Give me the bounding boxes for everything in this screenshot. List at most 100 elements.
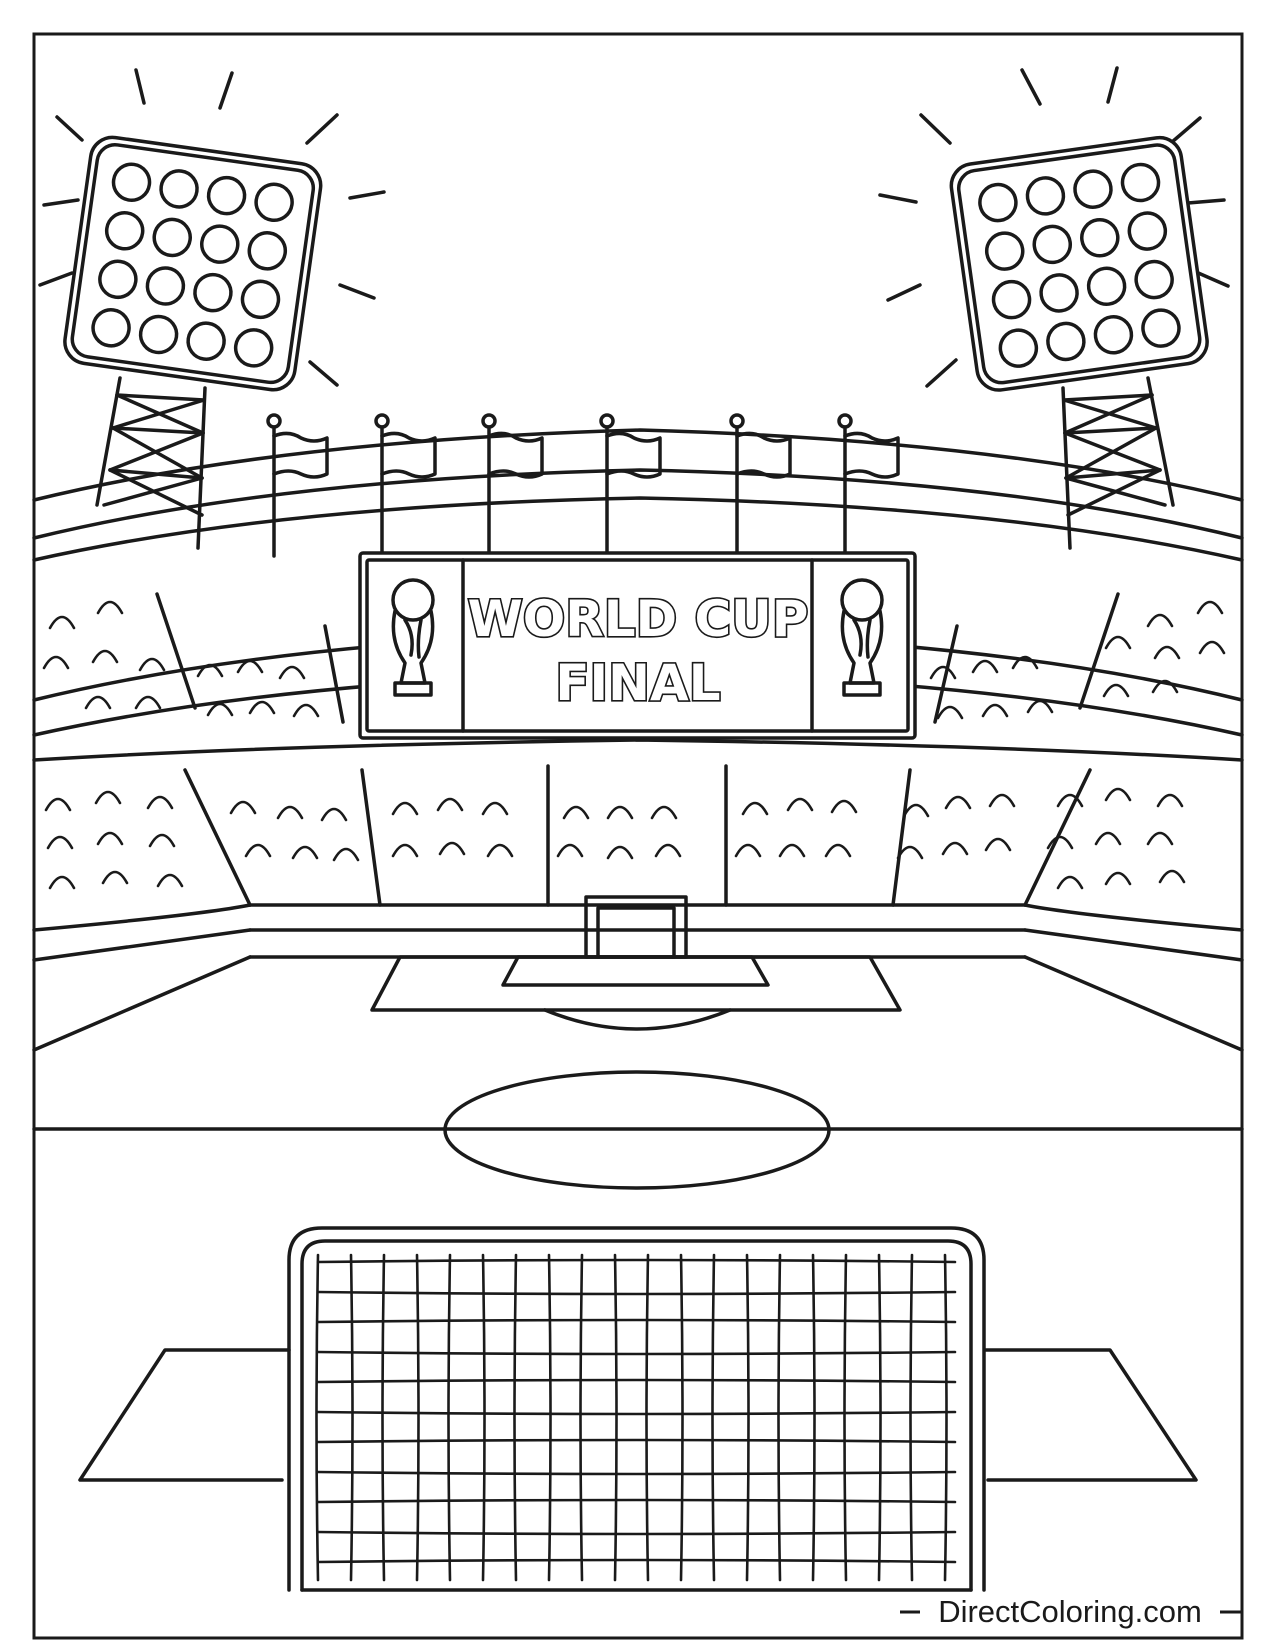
banner-title-line2: FINAL [555,654,720,712]
spectator [236,659,264,674]
crowd-upper [42,600,1226,720]
spectator [562,805,590,820]
spectator [244,843,272,858]
bulb [998,328,1039,368]
spectator [741,801,769,816]
spectator [1046,835,1074,850]
spectator [944,795,972,810]
spectator [902,803,930,818]
spectator [48,615,76,630]
spectator [1104,635,1132,650]
spectator [981,703,1009,718]
bulb [159,169,199,209]
light-tower-left [95,376,207,550]
bulb [1046,321,1086,362]
bulb [247,231,288,271]
light-tower-right [1061,376,1175,550]
spectator [138,657,166,672]
spectator [276,805,304,820]
bulb-grid-left [91,162,294,368]
spectator [146,795,174,810]
bulb [233,328,274,368]
spectator [48,875,76,890]
spectator [896,845,924,860]
bulb [1127,211,1168,251]
bulb [984,231,1025,271]
spectator [1104,787,1132,802]
page-border [32,32,1244,1640]
bulb [104,211,145,251]
upper-stand-rim [32,428,1244,562]
bulb-grid-right [978,162,1181,368]
bulb [111,162,152,202]
goal-net [315,1253,957,1582]
spectator [94,790,122,805]
trophy-icon-right [840,578,884,697]
spectator [1094,831,1122,846]
spectator [971,659,999,674]
bulb [978,182,1018,223]
spectator [824,843,852,858]
spectator [292,703,320,718]
spectator [941,841,969,856]
spectator [1011,655,1039,670]
bulb [254,182,294,223]
spectator [929,665,957,680]
floodlight-right-icon [878,66,1230,550]
flag-row [266,413,900,558]
banner-title-line1: WORLD CUP [468,590,809,648]
spectator [248,700,276,715]
bulb [1093,315,1134,355]
spectator [42,655,70,670]
bulb [145,266,186,306]
spectator [148,833,176,848]
light-rays-right [878,66,1230,388]
spectator [936,705,964,720]
spectator [96,600,124,615]
bulb [206,175,247,216]
site-watermark: DirectColoring.com [920,1592,1220,1632]
flag-icon [481,413,544,558]
flag-icon [729,413,792,558]
spectator [91,649,119,664]
spectator [1104,871,1132,886]
soccer-pitch [32,895,1244,1482]
spectator [988,793,1016,808]
spectator [786,797,814,812]
spectator [134,695,162,710]
spectator [556,843,584,858]
bulb [1032,224,1073,265]
spectator [606,805,634,820]
bulb [98,259,138,300]
spectator [734,843,762,858]
spectator [391,843,419,858]
spectator [206,702,234,717]
world-cup-banner: WORLD CUP FINAL [358,551,917,740]
spectator [1153,645,1181,660]
spectator [1146,831,1174,846]
crowd-lower [44,787,1186,890]
spectator [1102,683,1130,698]
spectator [1056,793,1084,808]
bulb [1073,169,1113,209]
flag-icon [837,413,900,558]
flag-icon [374,413,437,558]
flag-icon [266,413,329,558]
spectator [481,801,509,816]
spectator [1156,793,1184,808]
spectator [438,841,466,856]
soccer-goal-icon [287,1226,986,1592]
spectator [486,843,514,858]
spectator [1146,613,1174,628]
spectator [654,843,682,858]
spectator [291,845,319,860]
spectator [1196,600,1224,615]
spectator [1198,640,1226,655]
spectator [830,799,858,814]
bulb [1141,308,1181,348]
bulb [1134,259,1174,300]
spectator [320,807,348,822]
bulb [152,217,192,258]
spectator [229,800,257,815]
